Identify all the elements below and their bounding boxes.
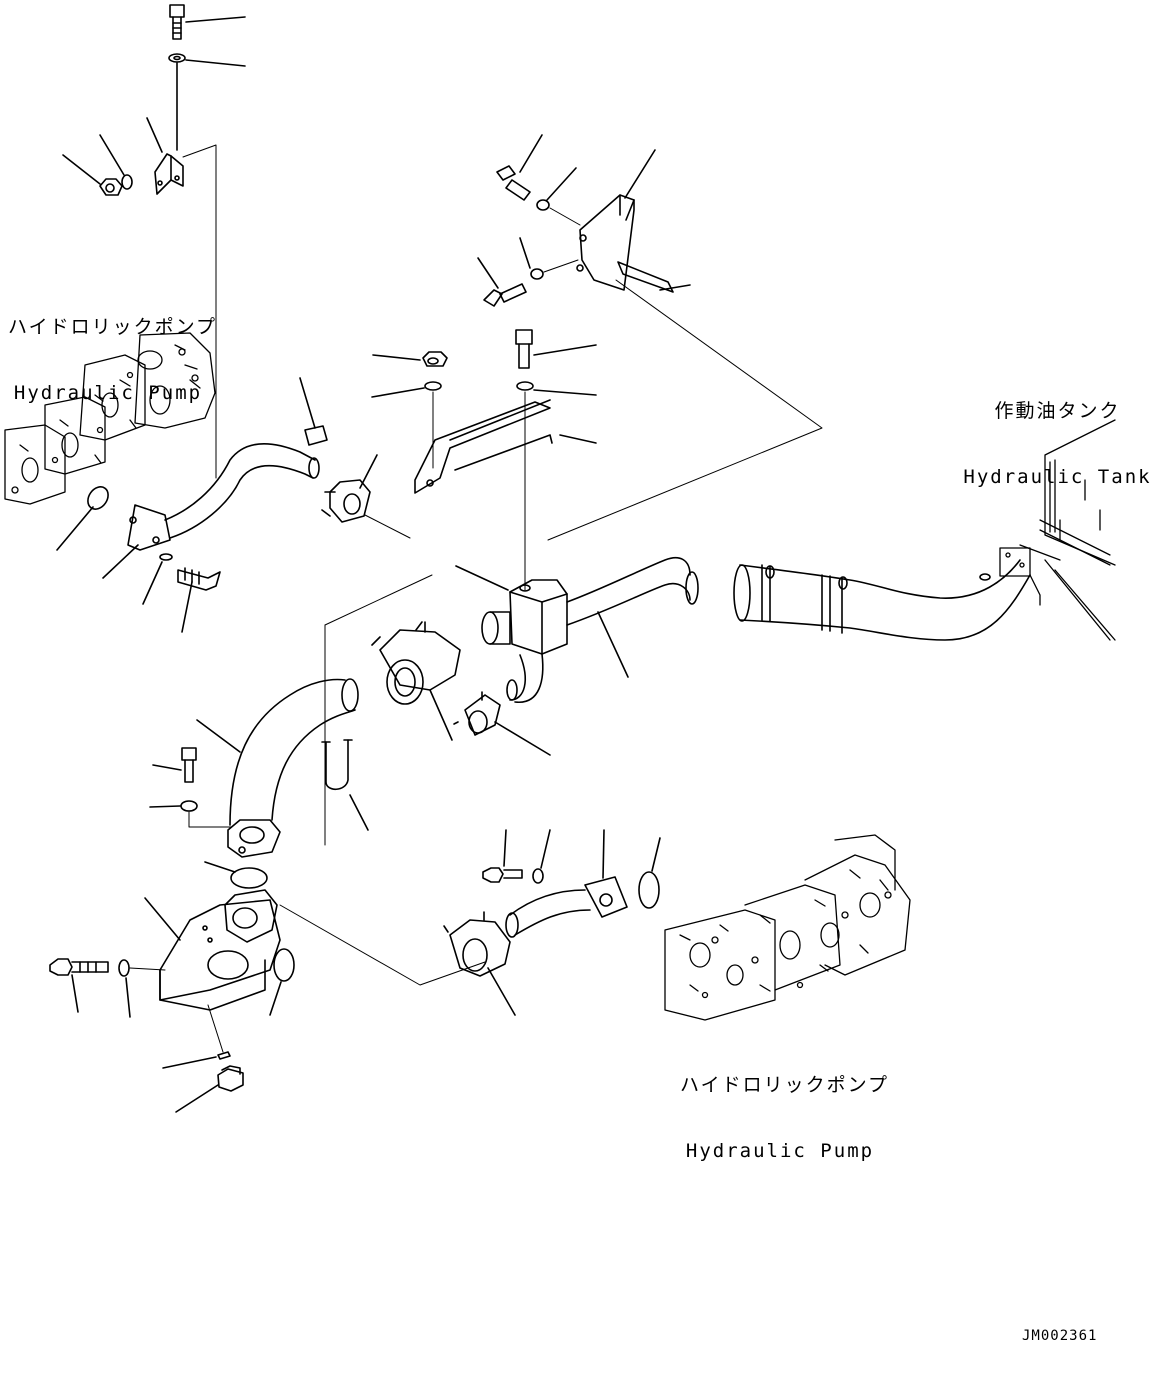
bolt-lower-right	[483, 830, 522, 882]
o-ring-top-left	[57, 483, 112, 550]
manifold-block	[456, 566, 567, 654]
washer-lower-right	[533, 830, 550, 883]
pump-bottom-label-en: Hydraulic Pump	[685, 1140, 875, 1162]
pipe-clip	[300, 378, 327, 445]
nut-top-left	[63, 155, 122, 195]
washer-top-middle	[537, 168, 580, 225]
plug-pin	[163, 1005, 230, 1068]
washer-lower-left-flange	[119, 960, 165, 1017]
o-ring-lower-right	[639, 838, 660, 908]
bolt-lower-left	[153, 748, 196, 782]
pump-bottom-label-jp: ハイドロリックポンプ	[680, 1074, 890, 1096]
washer-top-left-2	[100, 135, 132, 189]
hydraulic-pump-top-icon	[5, 333, 215, 504]
bolt-pipe-flange	[178, 568, 220, 632]
o-ring-lower-left-flange	[270, 949, 294, 1015]
hose-clamp-large	[372, 622, 460, 740]
hydraulic-tank-icon	[1000, 420, 1115, 640]
bracket-top-left	[147, 118, 183, 194]
washer-pipe-flange	[143, 554, 172, 604]
hose-clamp-lower-right	[444, 912, 515, 1015]
bolt-lower-left-flange	[50, 959, 108, 1012]
washer-top-middle-2	[520, 238, 578, 279]
tank-label: 作動油タンク Hydraulic Tank	[960, 356, 1155, 532]
hydraulic-pump-bottom-icon	[665, 835, 910, 1020]
bolt-mid	[516, 330, 596, 368]
washer-lower-left	[150, 801, 231, 827]
washer-mid-left	[372, 382, 441, 468]
pump-bottom-label: ハイドロリックポンプ Hydraulic Pump	[680, 1030, 890, 1206]
tank-label-en: Hydraulic Tank	[963, 466, 1152, 488]
bolt-top-middle	[497, 135, 542, 200]
u-bolt	[322, 740, 368, 830]
nut-mid	[373, 352, 447, 366]
flange-elbow-lower-left	[145, 890, 485, 1010]
bracket-top-middle	[577, 150, 690, 292]
plug	[176, 1066, 243, 1112]
hose-clamp-top	[322, 455, 410, 538]
bolt-top-middle-2	[478, 258, 526, 306]
hose-to-tank	[734, 560, 1030, 640]
pump-top-label-en: Hydraulic Pump	[13, 382, 203, 404]
bolt-top-left	[170, 5, 245, 39]
washer-mid-right	[517, 382, 596, 590]
o-ring-lower-left	[205, 862, 267, 888]
pump-top-label: ハイドロリックポンプ Hydraulic Pump	[8, 272, 218, 448]
hose-clamp-small	[454, 692, 550, 755]
tank-label-jp: 作動油タンク	[994, 400, 1121, 422]
suction-pipe-big-right	[507, 558, 698, 703]
drawing-id: JM002361	[1022, 1328, 1098, 1344]
pump-top-label-jp: ハイドロリックポンプ	[8, 316, 218, 338]
suction-pipe-elbow	[197, 575, 432, 857]
suction-pipe-top-left	[103, 444, 319, 578]
flange-lower-right	[506, 830, 627, 937]
bracket-mid	[415, 400, 596, 493]
washer-top-left	[169, 54, 245, 150]
